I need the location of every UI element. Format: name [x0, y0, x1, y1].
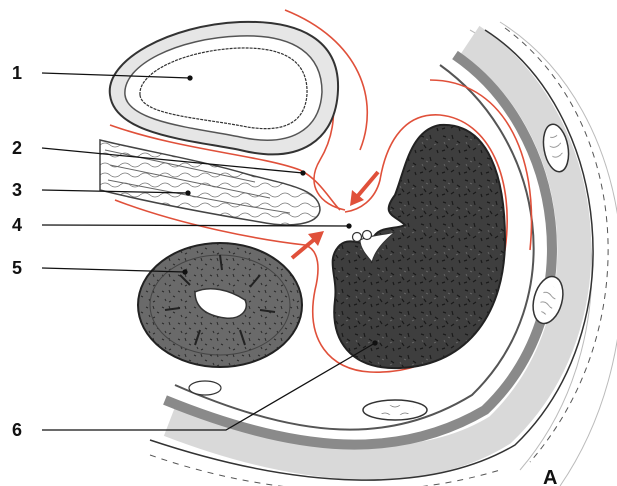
label-4: 4 — [12, 215, 22, 235]
arrow-upper — [350, 172, 378, 206]
organ-6-crescent — [333, 125, 505, 368]
label-2: 2 — [12, 138, 22, 158]
organ-1-hollow — [110, 22, 338, 154]
label-6: 6 — [12, 420, 22, 440]
label-5: 5 — [12, 258, 22, 278]
leader-line-4 — [42, 225, 349, 226]
number-labels: 1 2 3 4 5 6 — [12, 63, 22, 440]
label-3: 3 — [12, 180, 22, 200]
label-1: 1 — [12, 63, 22, 83]
organ-5-round — [138, 243, 302, 367]
panel-letter: A — [543, 467, 557, 486]
